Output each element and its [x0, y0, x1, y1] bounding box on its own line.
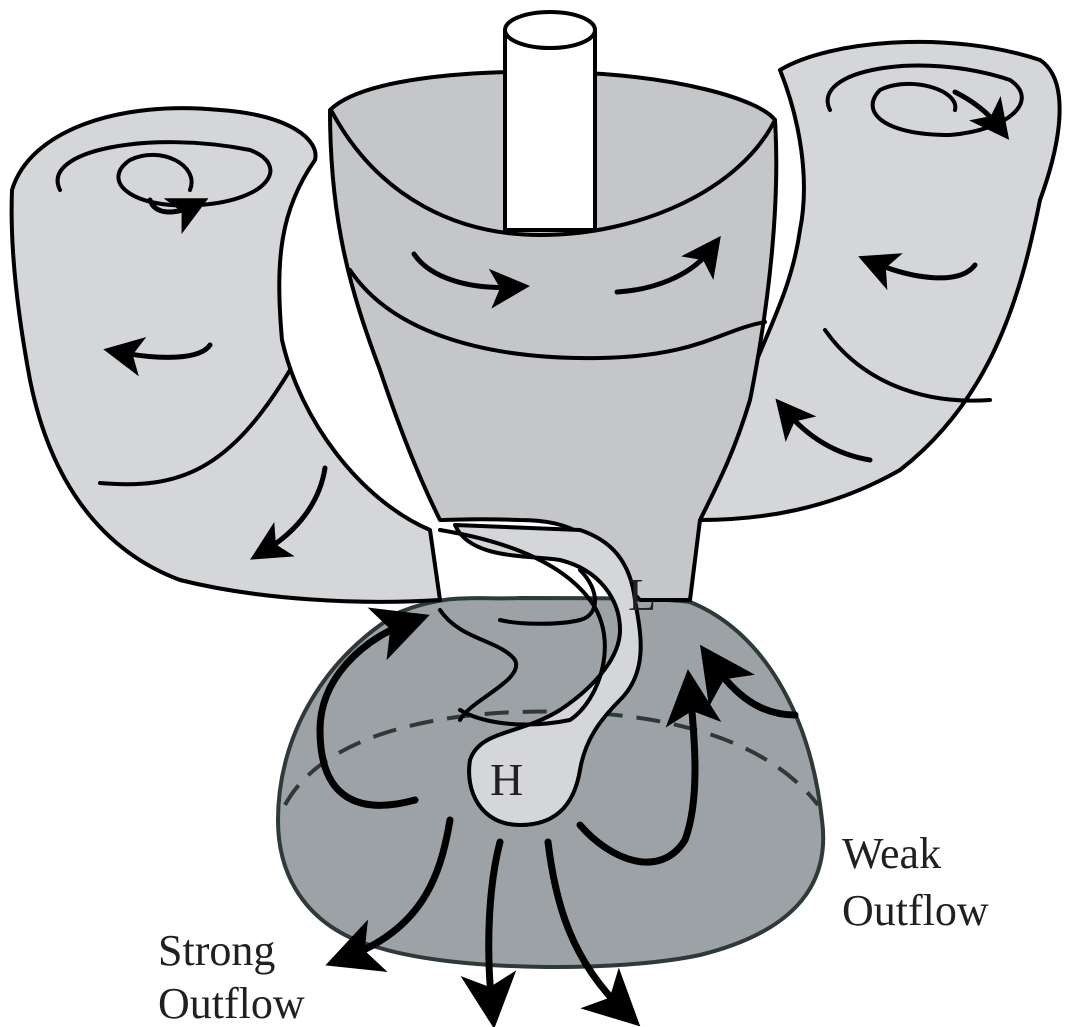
top-pipe-cap: [505, 12, 595, 48]
weak-outflow-label-2: Outflow: [842, 886, 989, 935]
top-pipe: [505, 30, 595, 230]
weak-outflow-label-1: Weak: [842, 829, 941, 878]
high-pressure-label: H: [490, 754, 523, 805]
strong-outflow-label-1: Strong: [158, 926, 275, 975]
low-pressure-label: L: [628, 569, 656, 620]
strong-outflow-label-2: Outflow: [158, 979, 305, 1027]
